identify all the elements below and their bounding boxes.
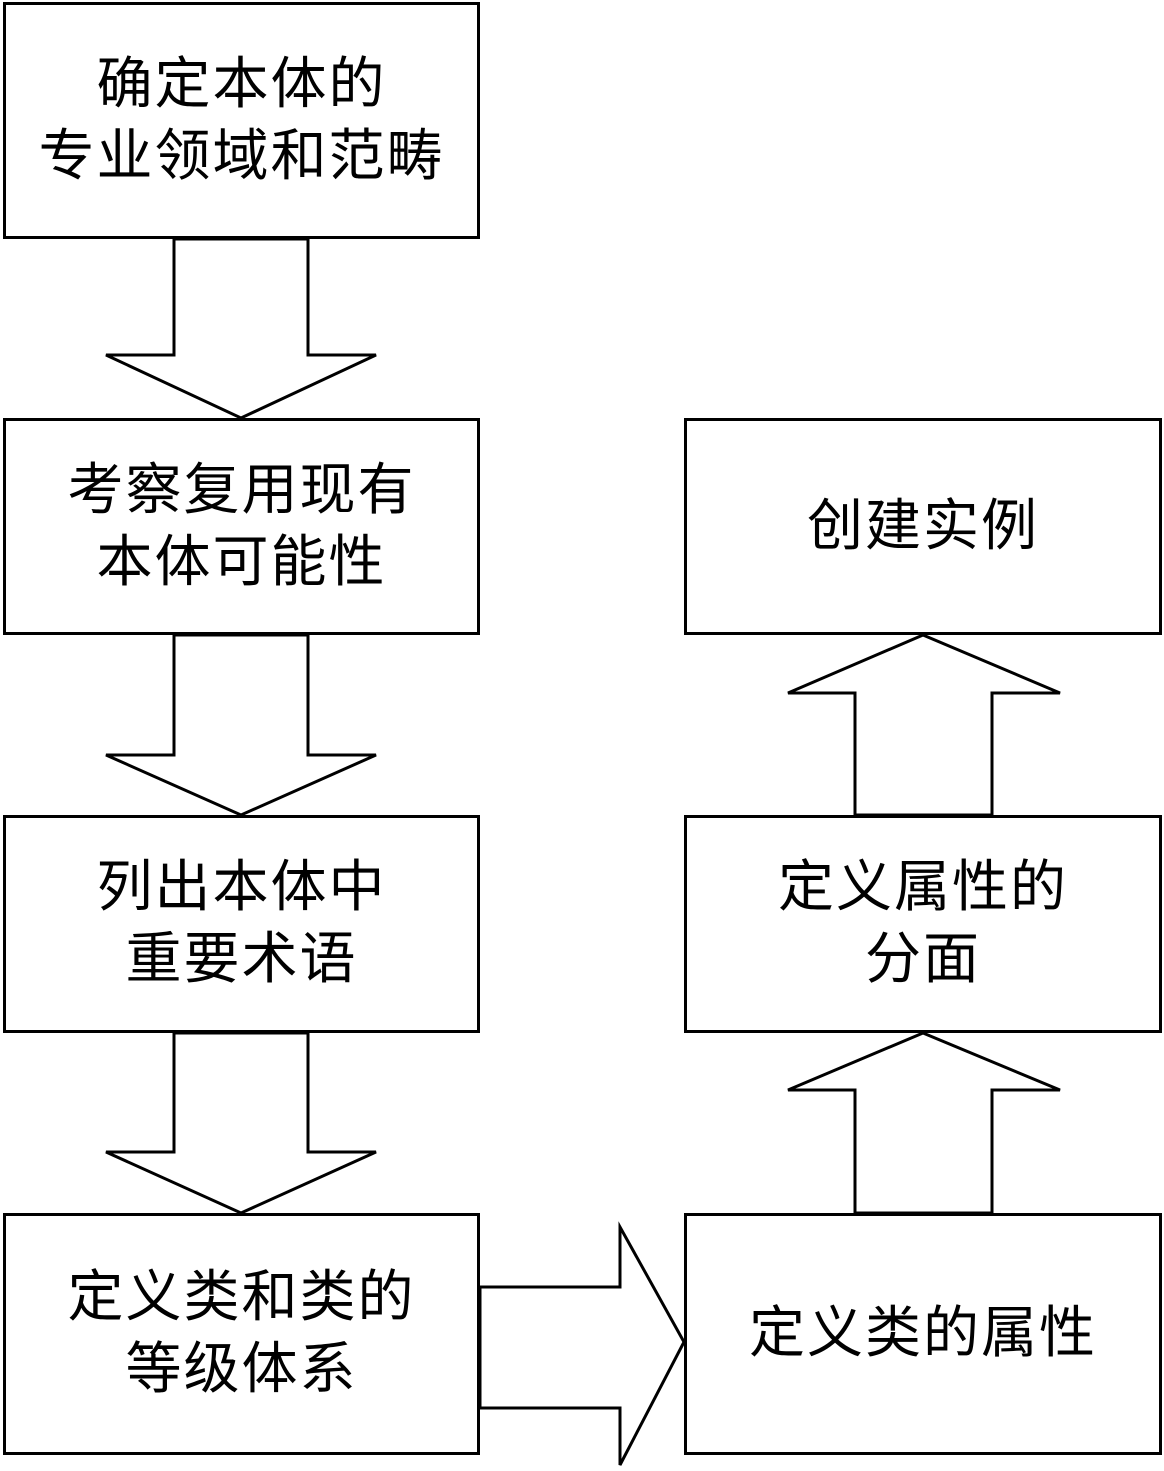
step-domain-scope-line-2: 专业领域和范畴 — [38, 123, 445, 189]
step-property-facets-line-1: 定义属性的 — [778, 855, 1068, 920]
step-class-properties-box: 定义类的属性 — [684, 1213, 1162, 1455]
step-instances-line-1: 创建实例 — [807, 493, 1039, 559]
step-domain-scope-line-1: 确定本体的 — [96, 51, 387, 117]
arrow-hierarchy-to-class-properties — [478, 1221, 686, 1466]
step-domain-scope-box: 确定本体的 专业领域和范畴 — [3, 2, 480, 239]
step-class-properties-line-1: 定义类的属性 — [749, 1301, 1097, 1366]
step-reuse-line-1: 考察复用现有 — [67, 457, 416, 523]
step-terms-line-1: 列出本体中 — [96, 855, 387, 920]
step-terms-line-2: 重要术语 — [125, 927, 358, 992]
arrow-facets-to-instances — [787, 633, 1061, 817]
arrow-class-properties-to-facets — [787, 1031, 1061, 1215]
step-class-hierarchy-box: 定义类和类的 等级体系 — [3, 1213, 480, 1455]
step-reuse-line-2: 本体可能性 — [96, 529, 387, 595]
step-instances-box: 创建实例 — [684, 418, 1162, 635]
arrow-terms-to-hierarchy — [105, 1031, 377, 1215]
arrow-reuse-to-terms — [105, 633, 377, 817]
step-reuse-box: 考察复用现有 本体可能性 — [3, 418, 480, 635]
step-terms-box: 列出本体中 重要术语 — [3, 815, 480, 1033]
step-property-facets-line-2: 分面 — [865, 927, 981, 992]
step-class-hierarchy-line-2: 等级体系 — [125, 1337, 358, 1402]
step-property-facets-box: 定义属性的 分面 — [684, 815, 1162, 1033]
arrow-domain-to-reuse — [105, 237, 377, 420]
step-class-hierarchy-line-1: 定义类和类的 — [67, 1265, 416, 1330]
